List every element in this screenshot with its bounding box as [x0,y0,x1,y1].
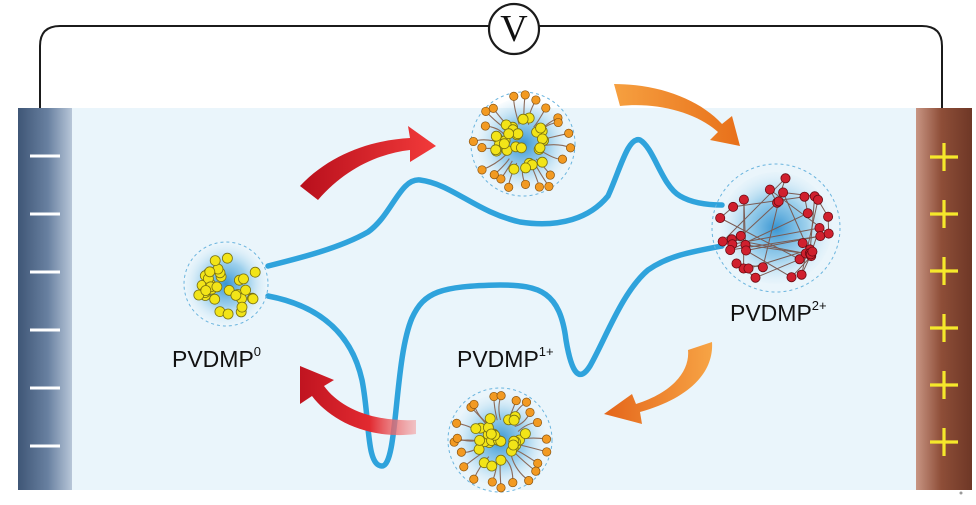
arrow-half-to-neutral [300,366,416,436]
oxidized-particle-icon [711,163,841,293]
neutral-particle-icon [183,241,269,327]
plus-sign [930,371,958,399]
circuit-wire [39,25,943,108]
plus-sign [930,428,958,456]
corner-dot [959,491,963,495]
label-pvdmp-1plus: PVDMP1+ [457,344,554,372]
cv-curve-upper [265,137,725,269]
positive-signs [930,143,958,456]
arrow-neutral-to-half [300,126,436,200]
plus-sign [930,200,958,228]
half-oxidized-particle-icon [468,90,576,197]
cv-curve-lower [265,243,725,469]
negative-electrode [18,108,72,490]
half-oxidized-particle-icon [447,387,553,493]
voltmeter-label: V [500,8,528,50]
negative-signs [30,154,60,448]
arrow-half-to-oxidized [614,84,740,146]
positive-electrode [916,108,972,490]
plus-sign [930,314,958,342]
label-pvdmp-0: PVDMP0 [172,344,262,372]
label-pvdmp-2plus: PVDMP2+ [730,298,827,326]
arrow-oxidized-to-half [604,342,713,424]
plus-sign [930,257,958,285]
voltmeter-icon [487,2,541,56]
plus-sign [930,143,958,171]
